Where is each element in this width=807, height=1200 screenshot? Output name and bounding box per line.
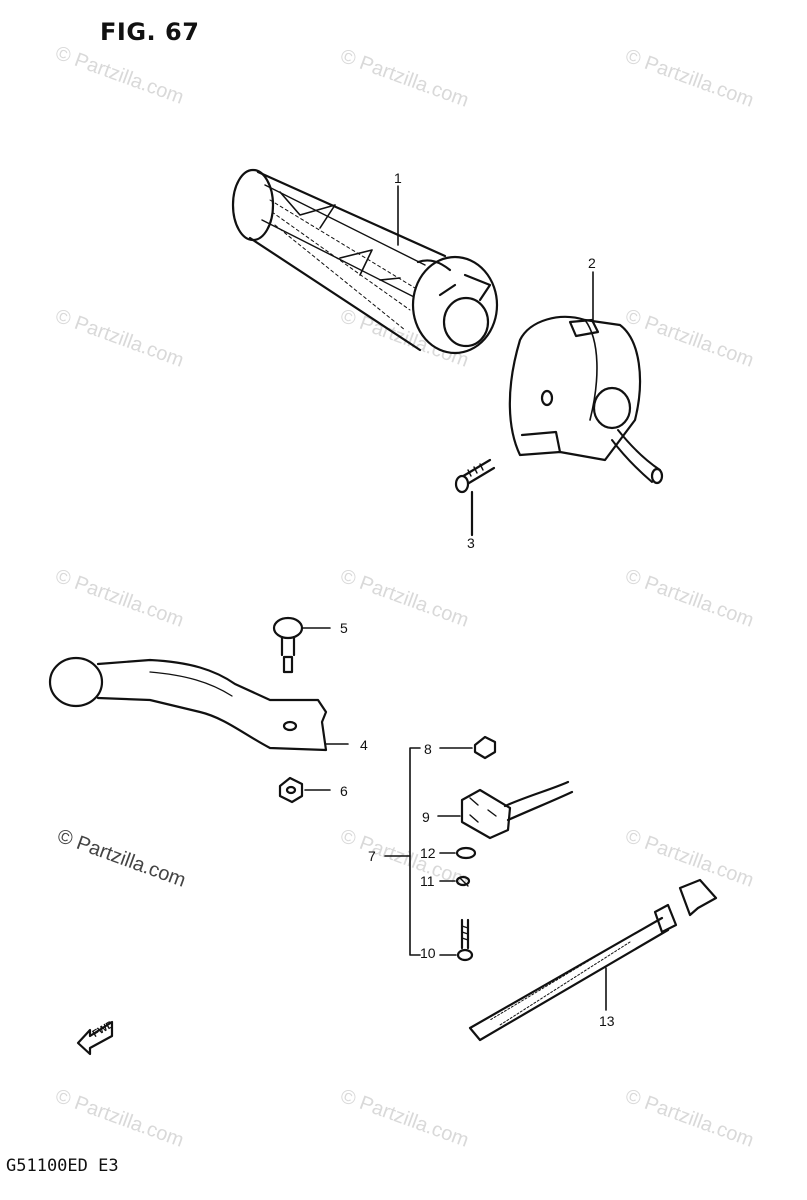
callout-13: 13 — [599, 1013, 615, 1029]
brake-switch-icon — [437, 780, 574, 840]
screw-icon — [454, 458, 496, 537]
callout-12: 12 — [420, 845, 436, 861]
callout-11: 11 — [420, 873, 435, 889]
callout-5: 5 — [340, 620, 348, 636]
callout-3: 3 — [467, 535, 475, 551]
figure-title: FIG. 67 — [100, 18, 200, 46]
callout-8: 8 — [424, 741, 432, 757]
pivot-bolt-icon — [272, 616, 331, 674]
figure-code: G51100ED E3 — [6, 1156, 119, 1176]
brake-lever-icon — [48, 656, 349, 752]
washer-icon — [439, 846, 477, 860]
callout-1: 1 — [394, 170, 402, 186]
callout-4: 4 — [360, 737, 368, 753]
nut-icon — [439, 735, 497, 760]
screw-icon — [439, 918, 474, 962]
callout-6: 6 — [340, 783, 348, 799]
cable-tie-icon — [468, 878, 718, 1042]
callout-10: 10 — [420, 945, 436, 961]
callout-7: 7 — [368, 848, 376, 864]
callout-9: 9 — [422, 809, 430, 825]
switch-housing-icon — [508, 315, 664, 485]
callout-2: 2 — [588, 255, 596, 271]
throttle-grip-icon — [231, 168, 499, 355]
lock-washer-icon — [439, 875, 471, 887]
front-arrow-icon — [76, 1020, 114, 1056]
nut-icon — [278, 776, 331, 804]
